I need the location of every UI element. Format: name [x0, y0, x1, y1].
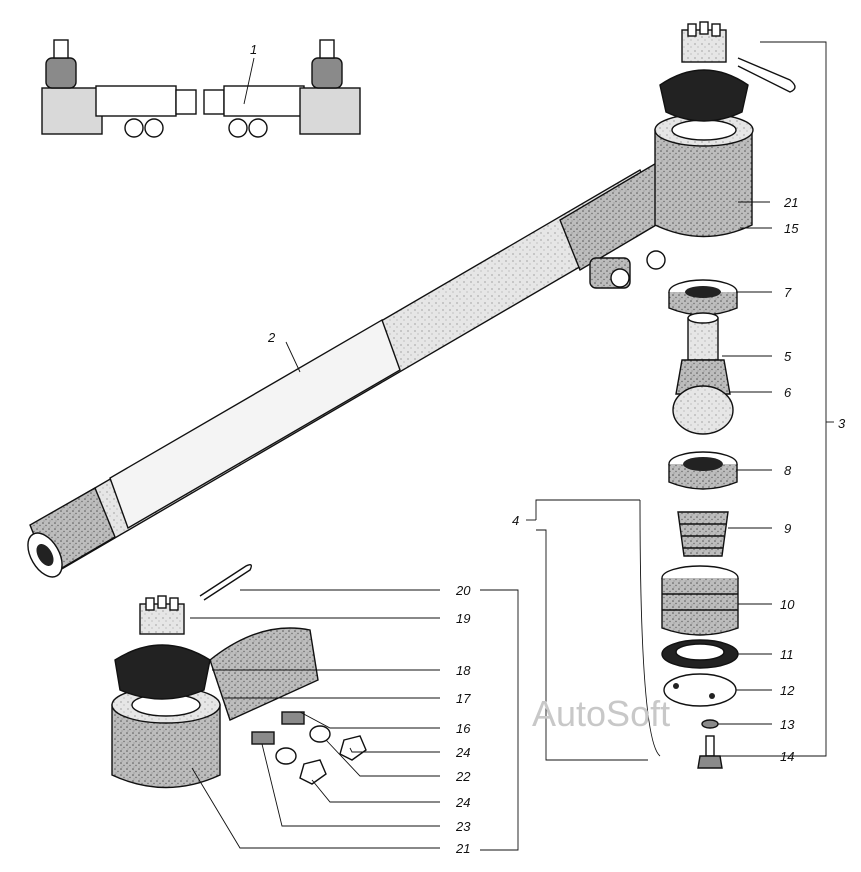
ball-pin-5	[675, 312, 731, 395]
callout-14: 14	[780, 749, 794, 764]
bracket-4	[526, 499, 661, 761]
callout-9: 9	[784, 521, 791, 536]
callout-2: 2	[267, 330, 276, 345]
callout-7: 7	[784, 285, 792, 300]
rubber-boot-upper	[659, 69, 749, 122]
spring-9	[677, 511, 729, 557]
callout-labels: 1 2 3 4 21 15 7 5 6 8 9 10 11 12 13 14 2…	[250, 42, 846, 856]
tie-rod-tube	[27, 153, 691, 578]
callout-4: 4	[512, 513, 519, 528]
callout-16: 16	[456, 721, 471, 736]
callout-5: 5	[784, 349, 792, 364]
callout-22: 22	[455, 769, 471, 784]
callout-13: 13	[780, 717, 795, 732]
callout-18: 18	[456, 663, 471, 678]
clamp-bolt	[589, 250, 666, 289]
leader-lines	[190, 57, 772, 849]
callout-15: 15	[784, 221, 799, 236]
callout-6: 6	[784, 385, 792, 400]
bearing-ring-7	[668, 279, 738, 316]
left-tie-rod-end	[111, 563, 367, 789]
callout-19: 19	[456, 611, 470, 626]
gasket-11	[661, 639, 739, 669]
rubber-boot-lower	[114, 644, 211, 700]
callout-10: 10	[780, 597, 795, 612]
overview-assembly-inset	[41, 39, 361, 138]
threaded-end	[27, 486, 116, 578]
right-tie-rod-end	[654, 21, 796, 238]
callout-20: 20	[455, 583, 471, 598]
exploded-parts-column	[661, 279, 739, 769]
callout-23: 23	[455, 819, 471, 834]
callout-21-lower: 21	[455, 841, 470, 856]
washer-13	[701, 719, 719, 729]
cotter-pin-lower	[199, 563, 253, 601]
bracket-lower	[480, 589, 519, 851]
plug-10	[661, 565, 739, 636]
castle-nut-upper	[681, 21, 727, 63]
callout-12: 12	[780, 683, 795, 698]
watermark-text: AutoSoft	[532, 693, 670, 734]
bracket-3	[760, 41, 834, 757]
ball-head-6	[672, 385, 734, 435]
cover-plate-12	[663, 673, 737, 707]
callout-24-lower: 24	[455, 795, 470, 810]
cotter-pin-upper	[737, 57, 796, 93]
castle-nut-lower	[139, 595, 185, 635]
callout-8: 8	[784, 463, 792, 478]
bolt-14	[697, 735, 723, 769]
callout-21-upper: 21	[783, 195, 798, 210]
callout-3: 3	[838, 416, 846, 431]
callout-17: 17	[456, 691, 471, 706]
liner-8	[668, 451, 738, 490]
clamp-bolts-lower	[251, 711, 367, 785]
callout-24-upper: 24	[455, 745, 470, 760]
callout-1: 1	[250, 42, 257, 57]
callout-11: 11	[780, 647, 794, 662]
